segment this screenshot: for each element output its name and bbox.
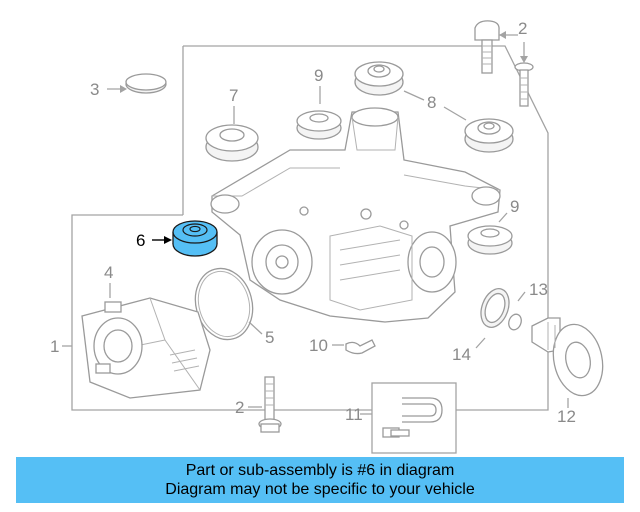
seal-part-14	[480, 288, 510, 328]
info-banner: Part or sub-assembly is #6 in diagram Di…	[16, 457, 624, 503]
hose-part-10	[345, 339, 376, 355]
bolt-part-2-top	[474, 20, 500, 74]
leader-14	[475, 337, 486, 349]
bracket-box-part-11	[371, 382, 457, 454]
oring-part-13	[508, 313, 522, 331]
callout-8: 8	[427, 93, 436, 112]
coupling-unit-part-4	[81, 297, 211, 399]
callout-5: 5	[265, 328, 274, 347]
callout-4: 4	[104, 263, 113, 282]
callout-1: 1	[50, 337, 59, 356]
banner-line-2: Diagram may not be specific to your vehi…	[165, 481, 475, 498]
callout-10: 10	[309, 336, 328, 355]
callout-2-top: 2	[518, 19, 527, 38]
leader-2a-arrow	[499, 31, 506, 39]
flange-part-12	[531, 317, 604, 397]
mount-part-7	[205, 124, 259, 162]
leader-6-arrow	[164, 236, 172, 244]
bolt-part-2-bottom	[258, 376, 282, 433]
callout-2-bottom: 2	[235, 398, 244, 417]
leader-3-arrow	[120, 85, 127, 93]
mount-part-9-left	[296, 110, 342, 140]
callout-7: 7	[229, 86, 238, 105]
callout-6: 6	[136, 231, 145, 250]
callout-14: 14	[452, 345, 471, 364]
callout-13: 13	[529, 280, 548, 299]
banner-line-1: Part or sub-assembly is #6 in diagram	[185, 462, 455, 479]
mount-part-6-highlighted	[172, 220, 218, 257]
leader-5	[248, 321, 263, 335]
callout-3: 3	[90, 80, 99, 99]
leader-13	[517, 291, 526, 302]
differential-carrier	[210, 107, 501, 323]
bolt-part-2-stud	[514, 62, 534, 107]
leader-2a-down-arrow	[520, 56, 528, 63]
mount-part-8-top	[354, 61, 404, 96]
callout-9-right: 9	[510, 197, 519, 216]
mount-part-9-right	[467, 225, 513, 255]
callout-9-left: 9	[314, 66, 323, 85]
leader-8	[403, 90, 467, 121]
washer-part-3	[125, 73, 167, 94]
u-bolt-part-11	[382, 397, 443, 438]
leader-9b	[498, 212, 508, 223]
mount-part-8-right	[464, 118, 514, 153]
callout-11: 11	[345, 405, 363, 424]
callout-12: 12	[557, 407, 576, 426]
assembly-outline	[71, 45, 549, 411]
